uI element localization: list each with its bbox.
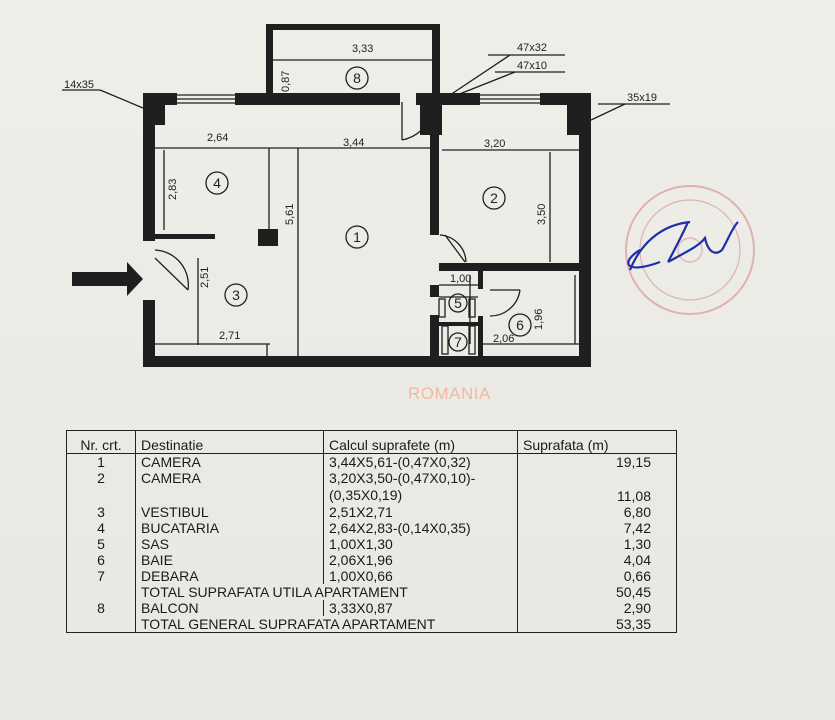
floor-plan: 8 4 1 2 3 5 6 7 14x35 47x32 47x10 35x19 … xyxy=(62,24,755,367)
header-suprafata: Suprafata (m) xyxy=(517,430,677,454)
cell-dest: BALCON xyxy=(135,600,324,616)
cell-dest: VESTIBUL xyxy=(135,504,324,520)
table-row-total-general: TOTAL GENERAL SUPRAFATA APARTAMENT 53,35 xyxy=(66,616,677,633)
room-number-8: 8 xyxy=(353,70,361,86)
walls xyxy=(143,24,591,367)
dim-room4-height: 2,83 xyxy=(167,179,179,200)
header-destinatie: Destinatie xyxy=(135,430,324,454)
watermark-text: ROMANIA xyxy=(408,384,491,403)
dim-35x19: 35x19 xyxy=(627,92,657,104)
table-row: 6 BAIE 2,06X1,96 4,04 xyxy=(66,552,677,568)
cell-supr: 0,66 xyxy=(517,568,677,584)
area-table: Nr. crt. Destinatie Calcul suprafete (m)… xyxy=(66,430,677,633)
cell-nr: 7 xyxy=(66,568,136,584)
dim-room3-width: 2,71 xyxy=(219,330,240,342)
cell-nr: 5 xyxy=(66,536,136,552)
cell-nr: 4 xyxy=(66,520,136,536)
cell-calc: 3,33X0,87 xyxy=(323,600,518,616)
dim-47x32: 47x32 xyxy=(517,42,547,54)
room-numbers: 8 4 1 2 3 5 6 7 xyxy=(213,70,524,350)
header-calcul: Calcul suprafete (m) xyxy=(323,430,518,454)
cell-supr: 6,80 xyxy=(517,504,677,520)
table-row: 7 DEBARA 1,00X0,66 0,66 xyxy=(66,568,677,584)
cell-calc: 2,64X2,83-(0,14X0,35) xyxy=(323,520,518,536)
cell-calc: 1,00X1,30 xyxy=(323,536,518,552)
table-row: 1 CAMERA 3,44X5,61-(0,47X0,32) 19,15 xyxy=(66,453,677,470)
room-number-4: 4 xyxy=(213,175,221,191)
dim-14x35: 14x35 xyxy=(64,79,94,91)
cell-supr: 1,30 xyxy=(517,536,677,552)
table-row: 5 SAS 1,00X1,30 1,30 xyxy=(66,536,677,552)
cell-nr xyxy=(66,584,136,600)
header-nr: Nr. crt. xyxy=(66,430,136,454)
table-row: 4 BUCATARIA 2,64X2,83-(0,14X0,35) 7,42 xyxy=(66,520,677,536)
dim-room4-width: 2,64 xyxy=(207,132,228,144)
cell-supr: 19,15 xyxy=(517,453,677,470)
table-row: 3 VESTIBUL 2,51X2,71 6,80 xyxy=(66,504,677,520)
dim-room2-width: 3,20 xyxy=(484,138,505,150)
room-number-6: 6 xyxy=(516,317,524,333)
room-number-5: 5 xyxy=(454,295,462,311)
cell-supr: 7,42 xyxy=(517,520,677,536)
cell-calc: 2,51X2,71 xyxy=(323,504,518,520)
dimension-labels: 14x35 47x32 47x10 35x19 3,33 0,87 2,64 3… xyxy=(64,42,657,345)
dim-room3-height: 2,51 xyxy=(199,267,211,288)
cell-dest: CAMERA xyxy=(135,470,324,504)
entrance-arrow-icon xyxy=(72,262,143,296)
cell-nr: 8 xyxy=(66,600,136,616)
cell-calc: 2,06X1,96 xyxy=(323,552,518,568)
cell-dest: SAS xyxy=(135,536,324,552)
plan-lines xyxy=(62,54,670,356)
cell-nr: 2 xyxy=(66,470,136,504)
signature xyxy=(627,220,739,271)
cell-nr: 1 xyxy=(66,453,136,470)
cell-calc: 3,44X5,61-(0,47X0,32) xyxy=(323,453,518,470)
cell-calc: 3,20X3,50-(0,47X0,10)-(0,35X0,19) xyxy=(323,470,518,504)
cell-supr: 53,35 xyxy=(517,616,677,633)
cell-dest: BUCATARIA xyxy=(135,520,324,536)
dim-room1-height: 5,61 xyxy=(284,204,296,225)
cell-supr: 11,08 xyxy=(517,470,677,504)
cell-nr: 3 xyxy=(66,504,136,520)
cell-dest: CAMERA xyxy=(135,453,324,470)
room-number-1: 1 xyxy=(353,229,361,245)
cell-supr: 2,90 xyxy=(517,600,677,616)
cell-calc: 1,00X0,66 xyxy=(323,568,518,584)
cell-supr: 50,45 xyxy=(517,584,677,600)
dim-room6-width: 2,06 xyxy=(493,333,514,345)
table-header-row: Nr. crt. Destinatie Calcul suprafete (m)… xyxy=(66,430,677,454)
dim-room6-height: 1,96 xyxy=(533,309,545,330)
room-number-7: 7 xyxy=(454,334,462,350)
dim-room2-height: 3,50 xyxy=(536,204,548,225)
cell-nr xyxy=(66,616,136,633)
cell-dest: BAIE xyxy=(135,552,324,568)
room-number-3: 3 xyxy=(232,287,240,303)
dim-room5-width: 1,00 xyxy=(450,273,471,285)
table-row-total-utila: TOTAL SUPRAFATA UTILA APARTAMENT 50,45 xyxy=(66,584,677,600)
dim-47x10: 47x10 xyxy=(517,60,547,72)
cell-supr: 4,04 xyxy=(517,552,677,568)
room-number-2: 2 xyxy=(490,190,498,206)
cell-dest: TOTAL SUPRAFATA UTILA APARTAMENT xyxy=(135,584,518,600)
table-row: 8 BALCON 3,33X0,87 2,90 xyxy=(66,600,677,616)
cell-dest: DEBARA xyxy=(135,568,324,584)
dim-balcony-height: 0,87 xyxy=(280,71,292,92)
table-row: 2 CAMERA 3,20X3,50-(0,47X0,10)-(0,35X0,1… xyxy=(66,470,677,504)
dim-room1-width: 3,44 xyxy=(343,137,364,149)
cell-nr: 6 xyxy=(66,552,136,568)
dim-balcony-width: 3,33 xyxy=(352,43,373,55)
cell-dest: TOTAL GENERAL SUPRAFATA APARTAMENT xyxy=(135,616,518,633)
